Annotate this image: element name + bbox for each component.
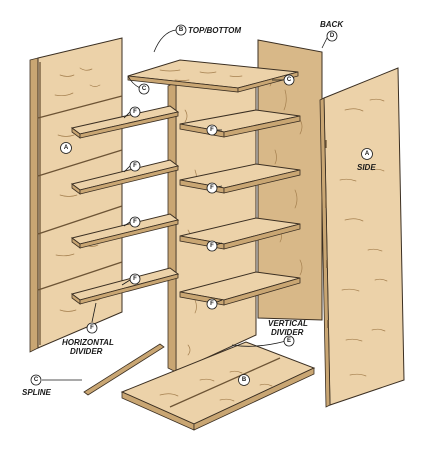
callout-letter: D (330, 33, 335, 39)
callout-c-top-right: C (283, 74, 295, 86)
callout-letter: F (133, 163, 137, 169)
callout-letter: F (210, 301, 214, 307)
callout-letter: F (133, 276, 137, 282)
callout-letter: F (210, 243, 214, 249)
label-vertical-divider-1: VERTICAL (268, 319, 308, 328)
callout-c-spline: C (30, 374, 42, 386)
callout-f-right-3: F (206, 240, 218, 252)
left-horizontal-dividers (70, 105, 180, 305)
callout-letter: C (142, 86, 147, 92)
callout-letter: F (90, 325, 94, 331)
callout-f-left-4: F (129, 273, 141, 285)
spline-strip (83, 343, 165, 396)
callout-c-top-left: C (138, 83, 150, 95)
callout-letter: F (210, 185, 214, 191)
callout-letter: E (287, 338, 291, 344)
callout-f-right-1: F (206, 124, 218, 136)
label-horizontal-divider-2: DIVIDER (70, 347, 103, 356)
callout-d-back: D (326, 30, 338, 42)
label-side: SIDE (357, 163, 376, 172)
callout-b-top: B (175, 24, 187, 36)
callout-letter: A (64, 145, 69, 151)
bottom-panel (120, 341, 316, 431)
callout-letter: B (242, 377, 247, 383)
callout-letter: F (133, 219, 137, 225)
callout-letter: C (34, 377, 39, 383)
callout-f-left-3: F (129, 216, 141, 228)
callout-letter: F (210, 127, 214, 133)
callout-f-left-2: F (129, 160, 141, 172)
callout-f-right-2: F (206, 182, 218, 194)
callout-f-left-1: F (129, 106, 141, 118)
label-back: BACK (320, 20, 344, 29)
callout-b-bottom: B (238, 374, 250, 386)
callout-e-vertical-divider: E (283, 335, 295, 347)
right-side-panel (319, 67, 405, 408)
label-top-bottom: TOP/BOTTOM (188, 26, 241, 35)
label-horizontal-divider-1: HORIZONTAL (62, 338, 114, 347)
callout-letter: C (287, 77, 292, 83)
callout-letter: F (133, 109, 137, 115)
callout-a-right-side: A (361, 148, 373, 160)
callout-a-left-side: A (60, 142, 72, 154)
callout-f-right-4: F (206, 298, 218, 310)
top-panel (127, 59, 299, 93)
left-side-panel (29, 37, 123, 353)
label-vertical-divider-2: DIVIDER (271, 328, 304, 337)
callout-letter: B (179, 27, 184, 33)
callout-f-horizontal-divider: F (86, 322, 98, 334)
label-spline: SPLINE (22, 388, 52, 397)
callout-letter: A (365, 151, 370, 157)
